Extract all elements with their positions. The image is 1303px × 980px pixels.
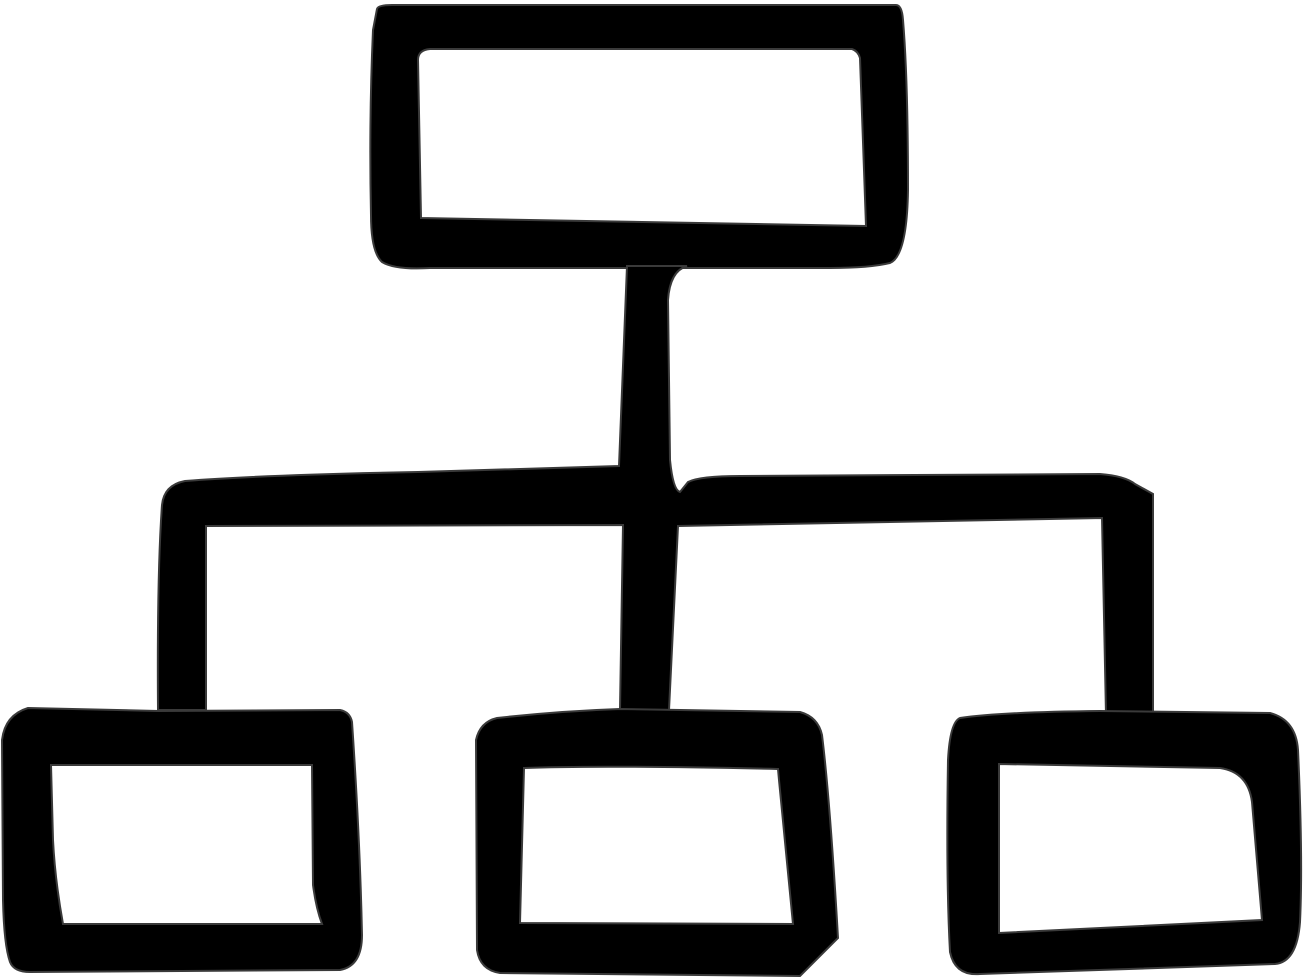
root-node-box xyxy=(369,4,910,270)
child-node-right-box xyxy=(946,709,1303,976)
connector-lines xyxy=(156,265,1154,716)
child-node-left-box xyxy=(0,706,364,974)
child-node-middle-box xyxy=(474,707,840,978)
